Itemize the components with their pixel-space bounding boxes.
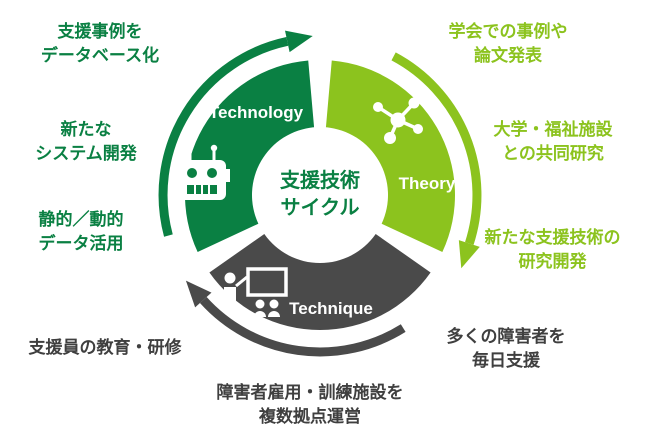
- robot-antenna-tip-right: [210, 144, 218, 152]
- annotation-new-system: 新たな システム開発: [35, 120, 137, 163]
- audience-head: [255, 299, 265, 309]
- molecule-icon: [373, 97, 423, 144]
- center-cycle-title: 支援技術 サイクル: [280, 170, 360, 219]
- annotation-facility-operation: 障害者雇用・訓練施設を 複数拠点運営: [216, 383, 404, 426]
- audience-body: [268, 311, 280, 317]
- segment-label-technique: Technique: [289, 299, 373, 318]
- robot-ear-left: [174, 169, 179, 182]
- presenter-head: [224, 272, 236, 284]
- molecule-center-node: [390, 112, 406, 128]
- audience-head: [269, 299, 279, 309]
- molecule-node: [384, 132, 396, 144]
- audience-body: [254, 311, 266, 317]
- annotation-joint-research: 大学・福祉施設 との共同研究: [493, 120, 613, 163]
- segment-label-theory: Theory: [398, 174, 456, 193]
- molecule-node: [373, 102, 383, 112]
- presentation-screen: [246, 267, 288, 297]
- molecule-node: [408, 97, 420, 109]
- annotation-staff-training: 支援員の教育・研修: [28, 338, 182, 357]
- annotation-conference: 学会での事例や 論文発表: [448, 22, 568, 65]
- annotation-rnd: 新たな支援技術の 研究開発: [484, 228, 621, 271]
- presenter-body: [224, 287, 236, 310]
- segment-label-technology: Technology: [208, 103, 304, 122]
- presenter-pointer-arm: [235, 275, 248, 288]
- robot-eye-right: [207, 168, 217, 178]
- robot-eye-left: [187, 168, 197, 178]
- segment-technology: [185, 60, 315, 253]
- annotation-daily-support: 多くの障害者を 毎日支援: [446, 327, 566, 370]
- presenter-icon: [224, 267, 288, 317]
- segment-theory: [325, 60, 455, 253]
- segment-technique: [209, 234, 431, 331]
- arrow-arc-technology: [158, 30, 313, 237]
- annotation-case-database: 支援事例を データベース化: [40, 22, 160, 65]
- robot-icon: [174, 144, 230, 200]
- robot-antenna-tip-left: [186, 144, 194, 152]
- molecule-node: [413, 124, 423, 134]
- robot-ear-right: [225, 169, 230, 182]
- annotation-static-dynamic-data: 静的／動的 データ活用: [38, 210, 124, 253]
- arrow-arc-theory: [391, 52, 482, 269]
- arrow-arc-technique: [185, 280, 406, 357]
